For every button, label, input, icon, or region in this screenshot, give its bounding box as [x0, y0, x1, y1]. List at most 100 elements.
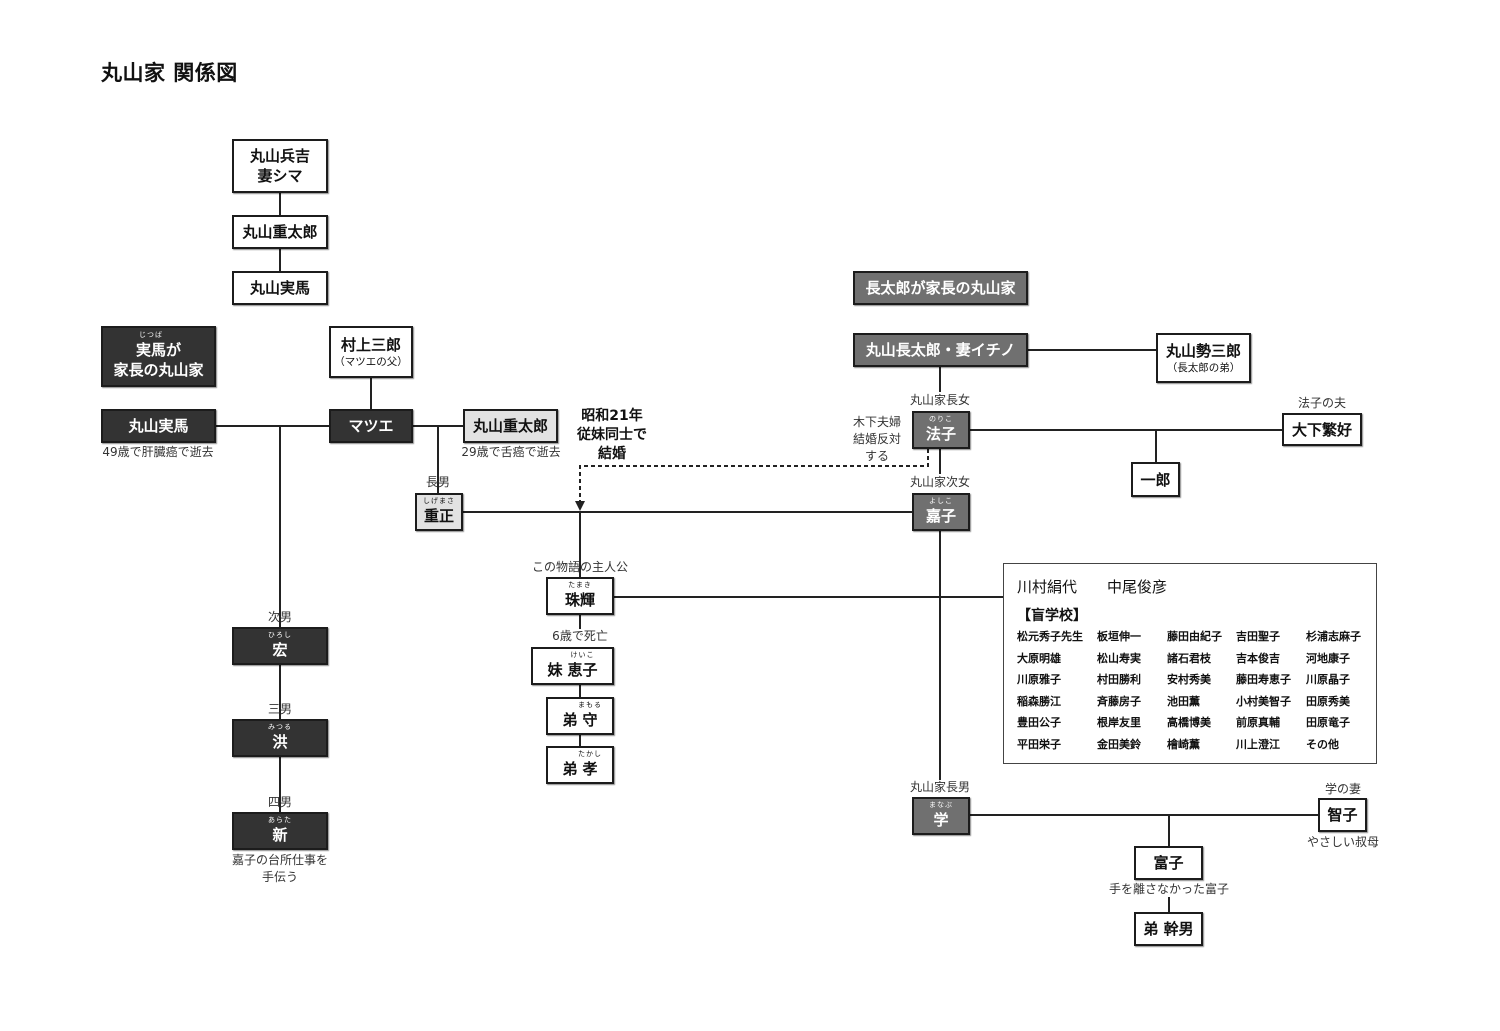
node-noriko-husband: 大下繁好: [1282, 413, 1362, 446]
student-name: 川上澄江: [1236, 737, 1280, 751]
marriage-note-line: 従妹同士で: [577, 427, 647, 443]
role-hiroshi: 次男: [267, 610, 293, 624]
node-label: マツエ: [348, 417, 394, 435]
node-label: 守: [582, 710, 598, 729]
family-header-jitsuba: じつば実馬が 家長の丸山家: [101, 326, 216, 387]
node-label: 丸山重太郎: [242, 223, 318, 241]
node-tomoko: 智子: [1318, 798, 1367, 832]
ruby-reading: たまき: [568, 580, 592, 589]
note-tomoko: やさしい叔母: [1306, 835, 1380, 849]
student-name: 河地康子: [1306, 651, 1350, 665]
student-name: 高橋博美: [1167, 716, 1211, 730]
node-label: 智子: [1327, 806, 1358, 824]
person-name: 中尾俊彦: [1107, 578, 1168, 596]
role-tomoko: 学の妻: [1324, 782, 1362, 796]
student-name: 川原雅子: [1017, 673, 1061, 687]
ruby-reading: ひろし: [267, 630, 292, 639]
arrow-head: [575, 501, 585, 511]
node-label: 丸山兵吉: [249, 147, 310, 165]
note-line: 嘉子の台所仕事を: [231, 853, 329, 867]
student-name: 吉本俊吉: [1236, 651, 1280, 665]
node-label: 弟 幹男: [1143, 920, 1194, 938]
node-sublabel: （長太郎の弟）: [1166, 361, 1241, 374]
header-suffix: が: [166, 341, 182, 359]
relation-prefix: 弟: [562, 710, 578, 729]
ruby-reading: のりこ: [928, 414, 953, 423]
ruby-reading: まもる: [578, 700, 602, 709]
node-label: 丸山勢三郎: [1165, 341, 1241, 360]
student-name: 諸石君枝: [1167, 651, 1211, 665]
marriage-note-line: 結婚: [598, 446, 626, 462]
ruby-reading: みつる: [267, 722, 292, 731]
ruby-word: のりこ法子: [925, 415, 956, 444]
node-label: 新: [272, 825, 288, 844]
ruby-word: よしこ嘉子: [925, 497, 956, 526]
ruby-reading: じつば: [138, 331, 163, 339]
node-label: 丸山実馬: [128, 417, 189, 435]
node-label: 洪: [272, 732, 288, 751]
school-box: 川村絹代中尾俊彦 【盲学校】 松元秀子先生 板垣伸一 藤田由紀子 吉田聖子 杉浦…: [1003, 563, 1377, 764]
student-name: 松山寿実: [1097, 651, 1141, 665]
node-label-row: 弟まもる守: [562, 701, 601, 730]
student-name: 藤田寿恵子: [1236, 673, 1291, 687]
ruby-word: まもる守: [578, 701, 601, 730]
ruby-reading: しげまさ: [422, 496, 455, 505]
role-yoshiko: 丸山家次女: [909, 475, 971, 489]
ruby-word: けいこ恵子: [567, 651, 598, 680]
node-label: 孝: [582, 759, 598, 778]
relation-prefix: 妹: [547, 660, 563, 679]
student-name: 杉浦志麻子: [1306, 630, 1361, 643]
node-mamoru: 弟まもる守: [546, 697, 614, 735]
node-takashi: 弟たかし孝: [546, 746, 614, 784]
node-sublabel: （マツエの父）: [334, 355, 408, 368]
ruby-reading: よしこ: [928, 496, 953, 505]
node-jitsuba-ancestor: 丸山実馬: [232, 271, 328, 305]
node-label: 恵子: [567, 660, 598, 679]
student-name: 田原秀美: [1306, 694, 1350, 708]
page-title: 丸山家 関係図: [101, 61, 238, 85]
role-tamaki: この物語の主人公: [531, 560, 629, 574]
node-arata: あらた新: [232, 812, 328, 850]
node-label-row: 妹けいこ恵子: [547, 651, 598, 680]
student-name: 板垣伸一: [1097, 630, 1141, 643]
note-line: 結婚反対: [852, 432, 902, 446]
opposition-note: 木下夫婦 結婚反対 する: [853, 414, 901, 465]
ruby-word: しげまさ重正: [423, 497, 454, 526]
note-jutaro: 29歳で舌癌で逝去: [461, 445, 561, 459]
role-noriko: 丸山家長女: [909, 393, 971, 407]
ruby-word: じつば実馬: [136, 331, 166, 360]
node-label: 嘉子: [925, 506, 956, 525]
node-label: 大下繁好: [1291, 420, 1352, 439]
node-label: 法子: [925, 424, 956, 443]
ruby-word: たまき珠輝: [564, 581, 595, 610]
note-line: 手伝う: [261, 870, 299, 884]
student-name: 前原真輔: [1236, 716, 1280, 730]
node-hyokichi: 丸山兵吉 妻シマ: [232, 139, 328, 193]
student-name: 斉藤房子: [1097, 694, 1141, 708]
ruby-word: まなぶ学: [929, 801, 952, 830]
node-label: 丸山重太郎: [472, 417, 548, 435]
node-label: 重正: [423, 506, 454, 525]
node-noriko: のりこ法子: [912, 411, 970, 449]
role-noriko-husband: 法子の夫: [1297, 396, 1347, 410]
node-label: 珠輝: [564, 590, 595, 609]
node-tamaki: たまき珠輝: [546, 577, 614, 615]
student-name: 豊田公子: [1017, 716, 1061, 730]
node-matsue: マツエ: [329, 409, 413, 443]
header-line-1: じつば実馬が: [136, 331, 182, 360]
student-name: 松元秀子先生: [1017, 630, 1083, 643]
student-name: 安村秀美: [1167, 673, 1211, 687]
student-name: 吉田聖子: [1236, 630, 1280, 643]
node-label: 丸山実馬: [249, 279, 310, 297]
role-mitsuru: 三男: [267, 702, 293, 716]
node-jutaro-ancestor: 丸山重太郎: [232, 215, 328, 249]
student-name: 金田美鈴: [1097, 737, 1141, 751]
node-mikio: 弟 幹男: [1134, 912, 1203, 946]
node-label: 富子: [1153, 854, 1184, 872]
node-label-row: 弟たかし孝: [562, 750, 601, 779]
student-name: 村田勝利: [1097, 673, 1141, 687]
node-hiroshi: ひろし宏: [232, 627, 328, 665]
ruby-reading: あらた: [267, 815, 292, 824]
role-manabu: 丸山家長男: [909, 780, 971, 794]
